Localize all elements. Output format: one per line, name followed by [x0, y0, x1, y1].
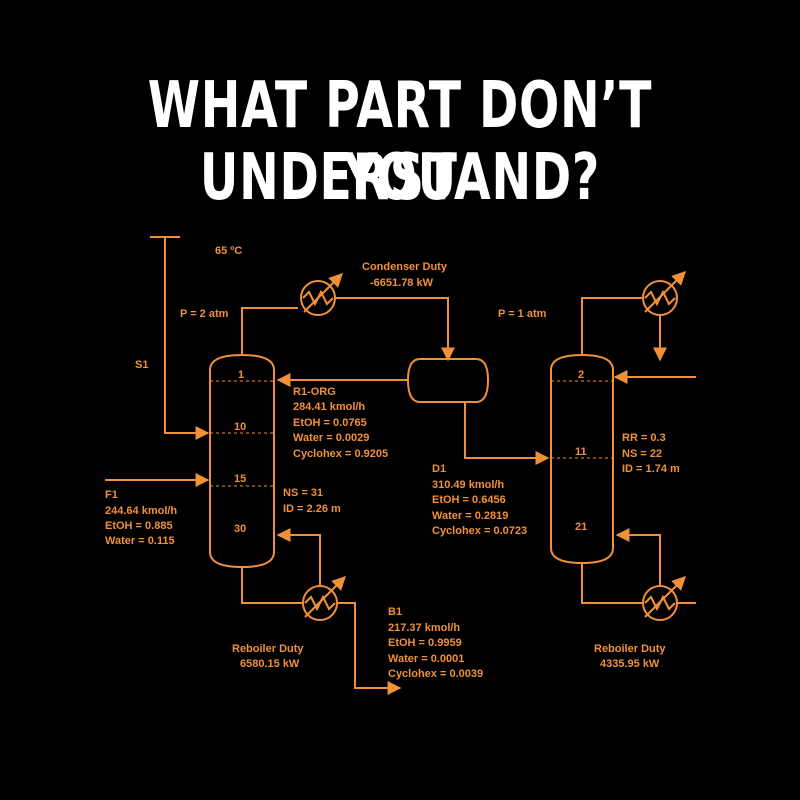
column-1-shell	[209, 353, 275, 569]
r1-flow: 284.41 kmol/h	[293, 401, 365, 413]
decanter	[276, 358, 550, 465]
condenser-duty-title: Condenser Duty	[362, 261, 448, 273]
d1-title: D1	[432, 463, 446, 475]
column-2-tray-11: 11	[575, 446, 587, 458]
f1-etoh: EtOH = 0.885	[105, 520, 173, 532]
column-1: 1 10 15 30	[209, 353, 275, 569]
column-1-id: ID = 2.26 m	[283, 503, 341, 515]
condenser-2	[581, 271, 696, 384]
column-2-tray-2: 2	[578, 369, 584, 381]
column-2-rr: RR = 0.3	[622, 432, 666, 444]
stream-f1: F1 244.64 kmol/h EtOH = 0.885 Water = 0.…	[105, 473, 210, 547]
reboiler-2-title: Reboiler Duty	[594, 643, 666, 655]
temperature-label: 65 ºC	[215, 245, 242, 257]
f1-flow: 244.64 kmol/h	[105, 505, 177, 517]
f1-water: Water = 0.115	[105, 535, 175, 547]
b1-cyclohex: Cyclohex = 0.0039	[388, 668, 483, 680]
d1-water: Water = 0.2819	[432, 510, 508, 522]
r1-etoh: EtOH = 0.0765	[293, 417, 367, 429]
column-1-tray-1: 1	[238, 369, 244, 381]
stream-s1: S1	[135, 236, 210, 440]
d1-etoh: EtOH = 0.6456	[432, 494, 506, 506]
column-1-overhead-line	[241, 307, 298, 355]
reboiler-2-value: 4335.95 kW	[600, 658, 660, 670]
r1-title: R1-ORG	[293, 386, 336, 398]
reboiler-1-title: Reboiler Duty	[232, 643, 304, 655]
d1-cyclohex: Cyclohex = 0.0723	[432, 525, 527, 537]
column-2-shell	[550, 353, 614, 565]
column-1-tray-30: 30	[234, 523, 246, 535]
r1-water: Water = 0.0029	[293, 432, 369, 444]
column-1-tray-15: 15	[234, 473, 246, 485]
condenser-duty-value: -6651.78 kW	[370, 277, 434, 289]
reboiler-2: Reboiler Duty 4335.95 kW	[581, 528, 696, 670]
column-2: 2 11 21	[550, 353, 614, 565]
f1-title: F1	[105, 489, 118, 501]
headline-line-2: UNDERSTAND?	[199, 141, 601, 215]
headline-line-1: WHAT PART DON’T YOU	[147, 69, 653, 215]
reboiler-1: Reboiler Duty 6580.15 kW	[232, 528, 402, 695]
d1-flow: 310.49 kmol/h	[432, 479, 504, 491]
s1-label: S1	[135, 359, 148, 371]
r1-cyclohex: Cyclohex = 0.9205	[293, 448, 388, 460]
condenser-1: Condenser Duty -6651.78 kW	[300, 261, 455, 362]
pressure-right: P = 1 atm	[498, 308, 547, 320]
column-1-tray-10: 10	[234, 421, 246, 433]
column-1-ns: NS = 31	[283, 487, 323, 499]
b1-flow: 217.37 kmol/h	[388, 622, 460, 634]
column-2-tray-21: 21	[575, 521, 587, 533]
column-2-id: ID = 1.74 m	[622, 463, 680, 475]
b1-water: Water = 0.0001	[388, 653, 464, 665]
column-2-ns: NS = 22	[622, 448, 662, 460]
b1-etoh: EtOH = 0.9959	[388, 637, 462, 649]
b1-title: B1	[388, 606, 402, 618]
pressure-left: P = 2 atm	[180, 308, 229, 320]
reboiler-1-value: 6580.15 kW	[240, 658, 300, 670]
